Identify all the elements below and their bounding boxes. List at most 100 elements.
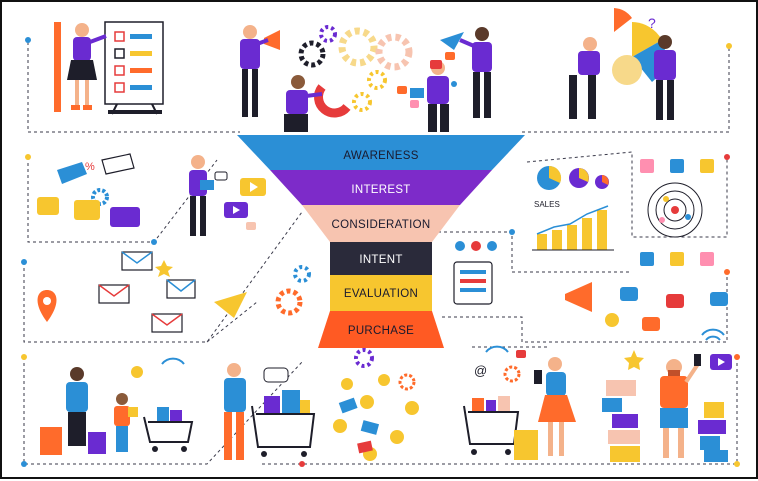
funnel-label-intent: INTENT <box>359 254 402 266</box>
leg <box>242 69 248 117</box>
wifi-icon-inner <box>705 335 721 341</box>
checkbox-icon <box>114 82 125 93</box>
checkbox-icon <box>114 65 125 76</box>
gear-icon <box>367 70 387 90</box>
form-line <box>460 288 486 292</box>
email-icon <box>151 313 183 333</box>
star-icon <box>155 260 173 277</box>
coin-icon <box>360 395 374 409</box>
megaphone-icon <box>565 282 592 312</box>
location-pin-hole <box>43 297 51 305</box>
head <box>548 357 562 371</box>
mobile-shopper-scene: @ <box>463 345 576 460</box>
connector-dots <box>21 37 740 467</box>
email-flap <box>121 251 153 264</box>
play-icon <box>233 206 240 214</box>
connector-dot <box>734 461 740 467</box>
emoji-icon <box>471 241 481 251</box>
connector-bottom-left <box>23 357 303 465</box>
email-campaign-icons <box>37 251 311 333</box>
connector-lines <box>23 42 738 465</box>
emoji-icon <box>455 241 465 251</box>
play-icon <box>250 182 258 192</box>
hand-pointer-icon <box>101 153 135 175</box>
list-line <box>130 68 152 73</box>
leg <box>284 114 308 132</box>
cart-item <box>498 396 510 411</box>
megaphone-icon <box>264 30 280 50</box>
wifi-icon <box>701 328 725 336</box>
cart-wheel <box>301 451 307 457</box>
connector-dot <box>724 269 730 275</box>
torso <box>472 42 492 72</box>
list-line <box>130 51 152 56</box>
thumbs-up-icon <box>110 207 140 227</box>
magnet-icon <box>314 84 351 118</box>
user-avatar-icon <box>640 159 654 173</box>
comment-bubble-icon <box>666 294 684 308</box>
funnel-stage-consideration <box>302 205 460 242</box>
torso <box>114 406 130 426</box>
skirt <box>67 60 97 80</box>
arm <box>305 92 323 98</box>
leg <box>484 72 491 118</box>
lightbulb-icon <box>612 55 642 85</box>
leg <box>85 80 89 106</box>
pie-chart-slice <box>549 165 562 183</box>
leg <box>440 104 449 132</box>
funnel-stage-interest <box>270 170 492 205</box>
leg <box>116 426 128 452</box>
tablet-icon <box>200 180 214 190</box>
target-ring <box>663 198 687 222</box>
heart-icon <box>246 222 256 230</box>
gear-icon <box>319 25 337 43</box>
torso <box>66 382 88 412</box>
chat-icon <box>214 171 228 181</box>
arm <box>256 38 269 46</box>
user-avatar-icon <box>670 159 684 173</box>
shopper-big-cart-scene <box>224 363 316 460</box>
torso <box>578 51 600 75</box>
awareness-team-scene <box>240 25 492 132</box>
cart-wheel <box>505 449 511 455</box>
checklist-board-scene <box>54 21 164 115</box>
cart-item <box>472 398 484 411</box>
emoji-icon <box>131 366 143 378</box>
connector-right-3 <box>442 272 728 343</box>
cart-item <box>282 390 300 413</box>
leg <box>252 69 258 117</box>
email-icon <box>98 284 130 304</box>
leg <box>569 75 577 119</box>
video-watcher-scene <box>189 155 266 236</box>
connector-dot <box>21 259 27 265</box>
pie-chart-slice <box>579 168 589 182</box>
cart-frame <box>251 405 316 448</box>
shopping-bag-icon <box>40 427 62 455</box>
checkbox-icon <box>114 48 125 59</box>
shopping-bag-icon <box>514 430 538 460</box>
board-base <box>108 110 162 114</box>
cart-item <box>170 410 182 421</box>
cart-wheel <box>181 446 187 452</box>
notification-icon <box>516 350 526 358</box>
target-icon <box>647 182 703 238</box>
leg <box>656 80 663 120</box>
funnel-stage-purchase <box>318 311 444 348</box>
connector-dot <box>21 354 27 360</box>
gear-icon <box>275 288 303 316</box>
thumbs-up-icon <box>37 197 59 215</box>
list-line <box>130 34 152 39</box>
pie-chart-icon <box>614 8 632 32</box>
engagement-icons: % <box>37 153 140 227</box>
funnel-label-interest: INTEREST <box>351 184 410 196</box>
coin-icon <box>378 374 390 386</box>
coin-icon <box>341 378 353 390</box>
leg <box>663 428 669 458</box>
cart-item <box>300 400 310 413</box>
torso <box>286 90 308 114</box>
user-avatar-icon <box>700 159 714 173</box>
email-flap <box>151 313 183 326</box>
box-icon <box>698 420 726 434</box>
tablet-icon <box>410 88 424 98</box>
